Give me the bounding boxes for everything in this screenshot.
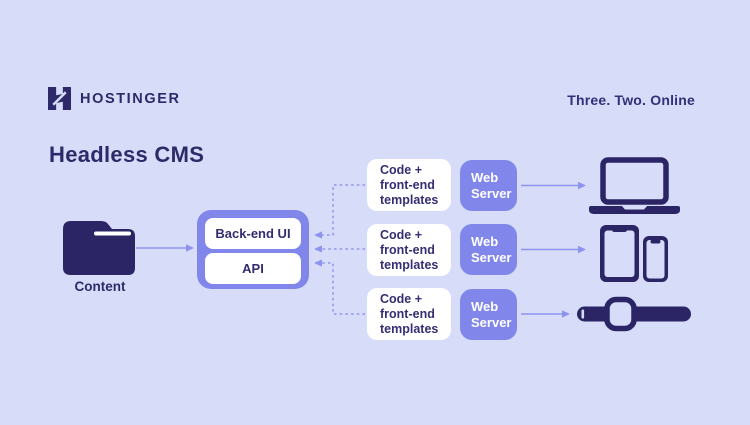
arrow-content-to-backend — [136, 244, 194, 252]
phone-icon — [643, 236, 668, 282]
web-server-box-2: Web Server — [460, 224, 517, 275]
web-server-box-1: Web Server — [460, 160, 517, 211]
page-title: Headless CMS — [49, 142, 205, 167]
api-box: API — [205, 253, 301, 284]
code-templates-box-2: Code + front-end templates — [367, 224, 451, 276]
folder-icon — [63, 221, 135, 275]
tagline: Three. Two. Online — [567, 92, 695, 108]
backend-ui-box: Back-end UI — [205, 218, 301, 249]
hostinger-logo: HOSTINGER — [48, 87, 181, 110]
code-templates-box-3: Code + front-end templates — [367, 288, 451, 340]
hostinger-h-icon — [48, 87, 71, 110]
dashed-connectors — [322, 184, 365, 315]
backend-container: Back-end UI API — [197, 210, 309, 289]
dashed-arrowheads — [314, 231, 322, 267]
content-label: Content — [74, 279, 126, 294]
web-server-box-3: Web Server — [460, 289, 517, 340]
laptop-icon — [589, 157, 680, 214]
tablet-icon — [600, 225, 639, 282]
smartwatch-icon — [577, 296, 691, 332]
arrows-server-to-devices — [521, 181, 586, 318]
brand-name: HOSTINGER — [80, 90, 181, 107]
code-templates-box-1: Code + front-end templates — [367, 159, 451, 211]
